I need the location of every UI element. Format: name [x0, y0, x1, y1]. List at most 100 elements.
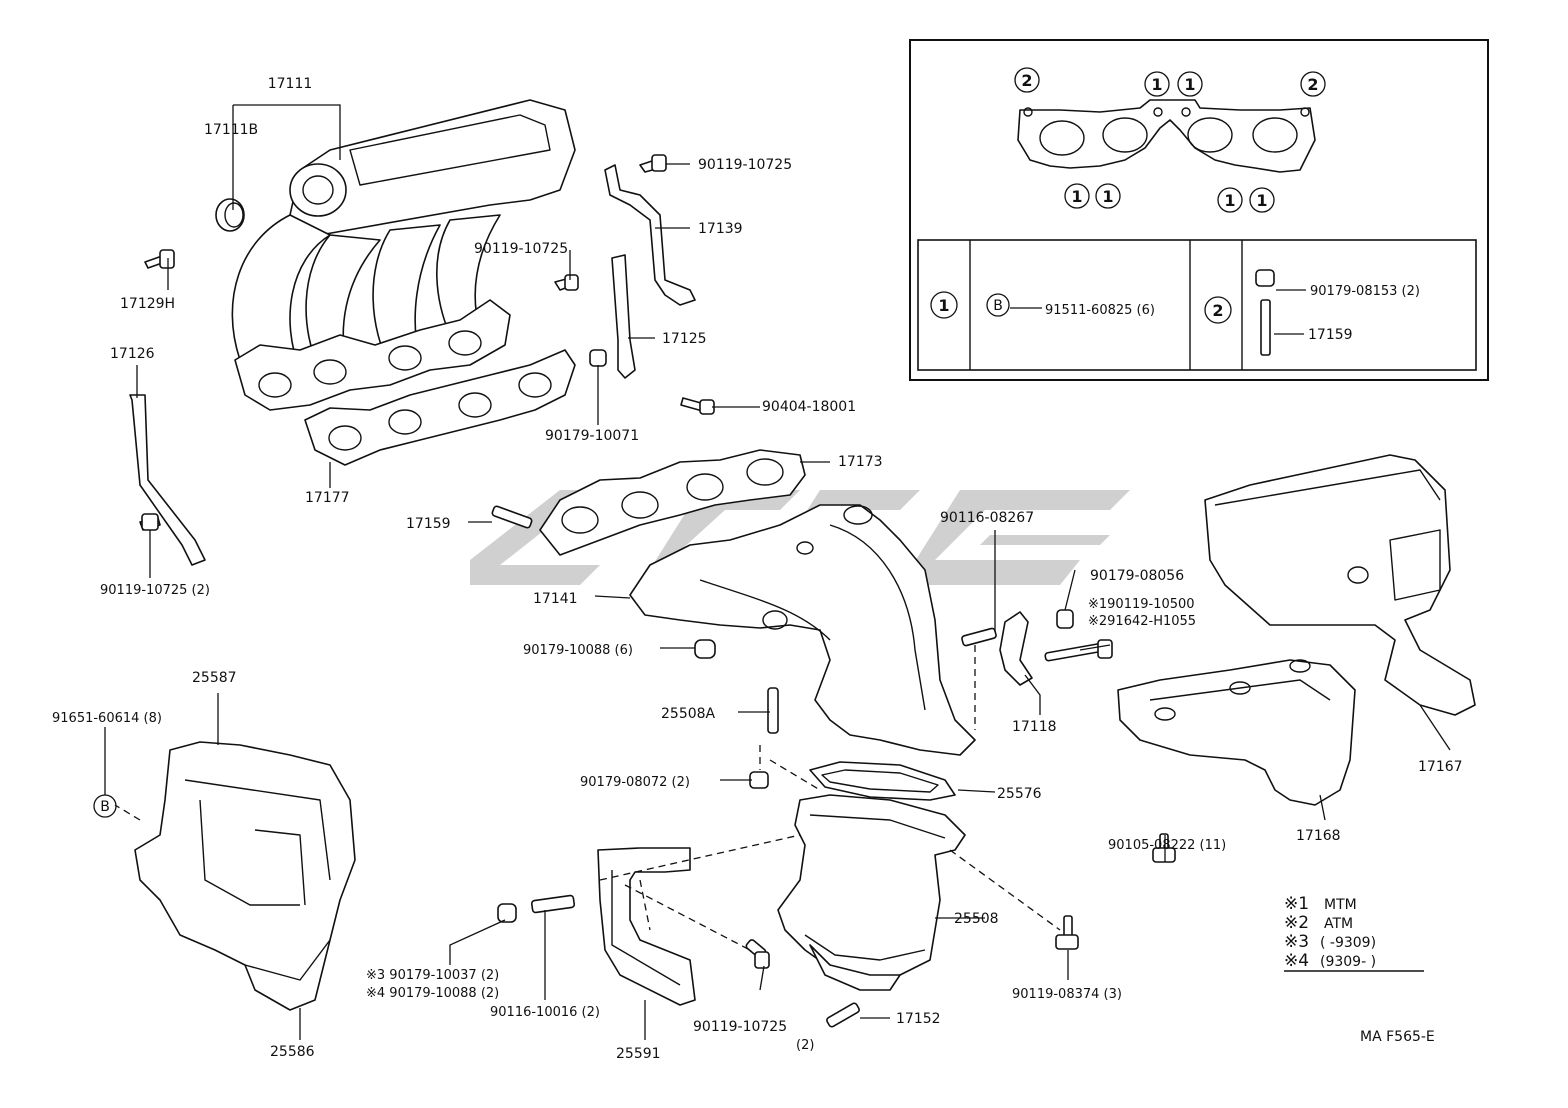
plug-17111b	[215, 198, 245, 232]
label-90179-10071: 90179-10071	[545, 428, 639, 444]
label-17141: 17141	[533, 591, 578, 607]
stud-25508a	[767, 687, 779, 734]
bolt-head	[1097, 639, 1113, 659]
label-17139: 17139	[698, 221, 743, 237]
note4-key: ※4	[1284, 951, 1309, 971]
svg-text:1: 1	[1184, 75, 1195, 94]
heat-insulator-17168	[1117, 659, 1356, 806]
label-25587: 25587	[192, 670, 237, 686]
inset-label-90179-08153: 90179-08153 (2)	[1310, 284, 1420, 299]
svg-text:1: 1	[1071, 187, 1082, 206]
circled-b-marker: B	[93, 794, 117, 818]
label-17152: 17152	[896, 1011, 941, 1027]
label-25508: 25508	[954, 911, 999, 927]
label-90119-10725-bottom-qty: (2)	[796, 1038, 814, 1053]
label-90179-08056: 90179-08056	[1090, 568, 1184, 584]
label-17118: 17118	[1012, 719, 1057, 735]
label-note4-part: ※4 90179-10088 (2)	[366, 986, 499, 1001]
nut-90179-10037	[497, 903, 517, 923]
dashed-assembly-lines	[114, 645, 1061, 951]
label-17126: 17126	[110, 346, 155, 362]
label-91651-60614: 91651-60614 (8)	[52, 711, 162, 726]
inset-label-91511: 91511-60825 (6)	[1045, 303, 1155, 318]
stud-17159	[491, 505, 533, 529]
label-25586: 25586	[270, 1044, 315, 1060]
inset-circled-b: B	[993, 298, 1003, 314]
bolt-90105-08222	[1152, 833, 1176, 863]
inset-cell-circle-1: 1	[938, 296, 949, 315]
label-25508a: 25508A	[661, 706, 716, 722]
svg-text:1: 1	[1256, 191, 1267, 210]
heat-insulator-17167	[1204, 454, 1476, 716]
exhaust-gasket-17173	[539, 449, 806, 556]
bolt-90119-10500	[1044, 642, 1106, 662]
gasket-25576	[809, 761, 956, 801]
label-90116-08267: 90116-08267	[940, 510, 1034, 526]
exhaust-manifold-17141	[629, 504, 976, 756]
stud-90116-08267	[961, 627, 997, 647]
label-17168: 17168	[1296, 828, 1341, 844]
inset-panel: 2 1 1 2 1 1 1 1 1 B 91511-60825 (6) 2 90…	[909, 39, 1489, 381]
label-note2-part: ※291642-H1055	[1088, 614, 1196, 629]
inset-cell-circle-2: 2	[1212, 301, 1223, 320]
converter-25508	[777, 794, 966, 991]
heat-insulator-25587	[134, 741, 356, 1011]
svg-text:2: 2	[1307, 75, 1318, 94]
inset-stud-icon	[1260, 299, 1271, 356]
label-note3-part: ※3 90179-10037 (2)	[366, 968, 499, 983]
label-90119-10725-bottom: 90119-10725	[693, 1019, 787, 1035]
label-17177: 17177	[305, 490, 350, 506]
bracket-17118	[999, 611, 1033, 686]
label-90119-10725-2: 90119-10725 (2)	[100, 583, 210, 598]
intake-gasket-17177	[304, 349, 576, 466]
label-17173: 17173	[838, 454, 883, 470]
bracket-17126	[129, 394, 206, 566]
label-90179-08072: 90179-08072 (2)	[580, 775, 690, 790]
label-17167: 17167	[1418, 759, 1463, 775]
label-90119-10725-top: 90119-10725	[698, 157, 792, 173]
nut-90179-10088	[694, 639, 716, 659]
bolt-90119-08374	[1055, 915, 1079, 950]
note3-key: ※3	[1284, 932, 1309, 952]
svg-text:2: 2	[1021, 71, 1032, 90]
svg-text:1: 1	[1151, 75, 1162, 94]
svg-text:B: B	[100, 799, 110, 815]
inset-label-17159: 17159	[1308, 327, 1353, 343]
label-90119-08374: 90119-08374 (3)	[1012, 987, 1122, 1002]
label-90179-10088-6: 90179-10088 (6)	[523, 643, 633, 658]
inset-circled-numbers: 2 1 1 2 1 1 1 1	[1014, 67, 1326, 213]
note2-key: ※2	[1284, 913, 1309, 933]
label-note1-part: ※190119-10500	[1088, 597, 1195, 612]
note4-value: (9309- )	[1320, 954, 1376, 970]
label-25576: 25576	[997, 786, 1042, 802]
figure-code: MA F565-E	[1360, 1029, 1435, 1045]
label-90404-18001: 90404-18001	[762, 399, 856, 415]
stud-17152	[826, 1002, 860, 1028]
label-90119-10725-mid: 90119-10725	[474, 241, 568, 257]
stud-90116-10016	[530, 894, 576, 914]
note2-value: ATM	[1324, 916, 1353, 932]
stay-17125	[611, 254, 636, 379]
inset-nut-icon	[1255, 269, 1275, 287]
note1-key: ※1	[1284, 894, 1309, 914]
label-25591: 25591	[616, 1046, 661, 1062]
svg-text:1: 1	[1224, 191, 1235, 210]
label-90116-10016: 90116-10016 (2)	[490, 1005, 600, 1020]
bracket-25591	[597, 847, 696, 1006]
part-labels: 17111 17111B 17129H 17126 90119-10725 17…	[52, 76, 1463, 1062]
nut-90179-08072	[749, 771, 769, 789]
legend-notes: ※1 MTM ※2 ATM ※3 ( -9309) ※4 (9309- )	[1284, 894, 1424, 972]
label-90105-08222: 90105-08222 (11)	[1108, 838, 1226, 853]
leader-lines	[104, 104, 1451, 1040]
fasteners-upper	[139, 154, 715, 531]
label-17111b: 17111B	[204, 122, 258, 138]
svg-text:1: 1	[1102, 187, 1113, 206]
intake-manifold	[231, 99, 576, 411]
label-17111: 17111	[268, 76, 313, 92]
note1-value: MTM	[1324, 897, 1357, 913]
bolt-90119-10725-bottom	[745, 939, 770, 969]
label-17159: 17159	[406, 516, 451, 532]
note3-value: ( -9309)	[1320, 935, 1376, 951]
